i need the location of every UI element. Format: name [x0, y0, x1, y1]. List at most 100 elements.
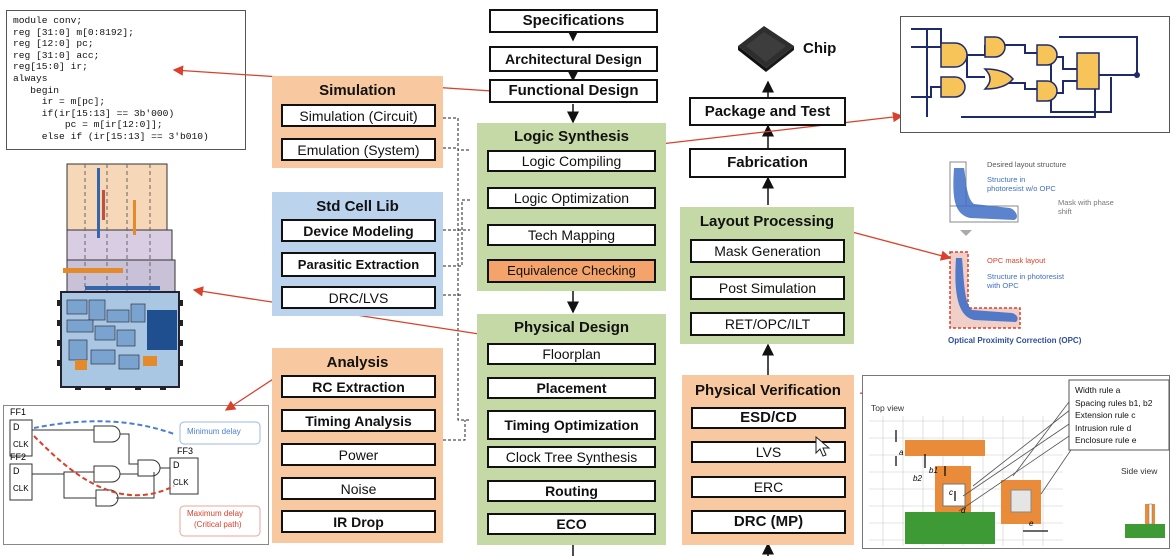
rule-e-label: e	[1029, 519, 1034, 528]
physical-design-group: Physical Design Floorplan Placement Timi…	[477, 314, 666, 545]
ff1-d-label: D	[13, 422, 20, 432]
logic-synthesis-group: Logic Synthesis Logic Compiling Logic Op…	[477, 123, 666, 291]
opc-illustration	[949, 161, 1021, 329]
code-line: begin	[13, 84, 60, 96]
rc-extraction-box[interactable]: RC Extraction	[281, 375, 436, 398]
side-view-label: Side view	[1121, 466, 1158, 476]
opc-without-label: Structure in photoresist w/o OPC	[987, 175, 1056, 193]
lvs-box[interactable]: LVS	[691, 441, 846, 463]
ff2-clk-label: CLK	[13, 484, 29, 493]
rule-a-label: a	[899, 448, 904, 457]
mask-generation-box[interactable]: Mask Generation	[690, 239, 845, 263]
ff1-label: FF1	[10, 407, 27, 417]
spacing-rules-label: Spacing rules b1, b2	[1075, 397, 1153, 408]
top-view-label: Top view	[871, 403, 905, 413]
opc-mask-layout-label: OPC mask layout	[987, 256, 1046, 265]
ff3-clk-label: CLK	[173, 478, 189, 487]
enclosure-rule-label: Enclosure rule e	[1075, 435, 1137, 445]
post-simulation-box[interactable]: Post Simulation	[690, 276, 845, 300]
verilog-code-listing: module conv; reg [31:0] m[0:8192]; reg […	[6, 10, 246, 150]
design-rules-figure	[869, 379, 1170, 546]
code-line: pc = m[ir[12:0]];	[13, 119, 163, 131]
chip-icon	[738, 26, 794, 72]
code-line: reg [12:0] pc;	[13, 38, 94, 50]
code-line: reg [31:0] acc;	[13, 49, 100, 61]
timing-optimization-box[interactable]: Timing Optimization	[487, 410, 656, 440]
ff2-d-label: D	[13, 466, 20, 476]
simulation-title: Simulation	[319, 82, 396, 99]
architectural-design-box[interactable]: Architectural Design	[489, 46, 658, 72]
package-and-test-box[interactable]: Package and Test	[689, 97, 846, 126]
floorplan-box[interactable]: Floorplan	[487, 343, 656, 365]
tech-mapping-box[interactable]: Tech Mapping	[487, 224, 656, 246]
std-cell-lib-group: Std Cell Lib Device Modeling Parasitic E…	[272, 192, 443, 316]
physical-verification-group: Physical Verification ESD/CD LVS ERC DRC…	[682, 375, 854, 545]
ff3-label: FF3	[177, 446, 194, 456]
fabrication-box[interactable]: Fabrication	[689, 148, 846, 178]
gate-schematic-panel	[900, 16, 1170, 133]
simulation-group: Simulation Simulation (Circuit) Emulatio…	[272, 76, 443, 168]
ret-opc-ilt-box[interactable]: RET/OPC/ILT	[690, 312, 845, 336]
chip-label: Chip	[803, 40, 837, 57]
drc-lvs-box[interactable]: DRC/LVS	[281, 286, 436, 309]
code-line: ir = m[pc];	[13, 96, 106, 108]
drc-mp-box[interactable]: DRC (MP)	[691, 510, 846, 534]
timing-analysis-box[interactable]: Timing Analysis	[281, 409, 436, 432]
opc-phase-shift-label: Mask with phase shift	[1058, 198, 1114, 216]
power-box[interactable]: Power	[281, 443, 436, 466]
extension-rule-label: Extension rule c	[1075, 410, 1136, 420]
esd-cd-box[interactable]: ESD/CD	[691, 407, 846, 429]
placement-box[interactable]: Placement	[487, 377, 656, 399]
rule-c-label: c	[949, 488, 953, 497]
width-rule-label: Width rule a	[1075, 385, 1121, 395]
gate-schematic	[911, 28, 1140, 118]
layout-processing-group: Layout Processing Mask Generation Post S…	[680, 207, 854, 344]
layout-illustration	[57, 163, 183, 390]
specifications-box[interactable]: Specifications	[489, 9, 658, 33]
functional-design-box[interactable]: Functional Design	[489, 79, 658, 103]
max-delay-label: Maximum delay	[187, 509, 244, 518]
emulation-system-box[interactable]: Emulation (System)	[281, 138, 436, 161]
ff3-d-label: D	[173, 460, 180, 470]
erc-box[interactable]: ERC	[691, 476, 846, 498]
ff2-label: FF2	[10, 452, 27, 462]
rule-b2-label: b2	[913, 474, 922, 483]
mouse-cursor-icon	[815, 436, 831, 457]
timing-diagram-panel: FF1 FF2 FF3 D CLK D CLK D CLK Minimum de…	[3, 405, 269, 545]
critical-path-label: (Critical path)	[194, 520, 242, 529]
layout-processing-title: Layout Processing	[699, 213, 835, 230]
logic-optimization-box[interactable]: Logic Optimization	[487, 187, 656, 209]
min-delay-label: Minimum delay	[187, 427, 241, 436]
code-line: always	[13, 72, 48, 84]
code-line: else if (ir[15:13] == 3'b010)	[13, 130, 209, 142]
opc-desired-label: Desired layout structure	[987, 160, 1067, 169]
timing-diagram	[9, 419, 261, 537]
opc-caption: Optical Proximity Correction (OPC)	[948, 336, 1082, 345]
noise-box[interactable]: Noise	[281, 477, 436, 500]
code-line: module conv;	[13, 15, 83, 26]
ff1-clk-label: CLK	[13, 440, 29, 449]
rules-list: Width rule a Spacing rules b1, b2 Extens…	[1075, 384, 1153, 447]
equivalence-checking-box[interactable]: Equivalence Checking	[487, 259, 656, 283]
code-line: reg[15:0] ir;	[13, 61, 88, 73]
design-rules-panel: Top view Side view Width rule a Spacing …	[862, 375, 1170, 549]
physical-design-title: Physical Design	[513, 319, 630, 336]
logic-synthesis-title: Logic Synthesis	[513, 128, 630, 145]
rule-b1-label: b1	[929, 466, 938, 475]
eco-box[interactable]: ECO	[487, 513, 656, 535]
parasitic-extraction-box[interactable]: Parasitic Extraction	[281, 252, 436, 277]
opc-with-label: Structure in photoresist with OPC	[987, 272, 1065, 290]
ir-drop-box[interactable]: IR Drop	[281, 510, 436, 533]
device-modeling-box[interactable]: Device Modeling	[281, 219, 436, 242]
logic-compiling-box[interactable]: Logic Compiling	[487, 150, 656, 172]
analysis-title: Analysis	[326, 354, 389, 371]
code-line: if(ir[15:13] == 3b'000)	[13, 107, 175, 119]
analysis-group: Analysis RC Extraction Timing Analysis P…	[272, 348, 443, 543]
code-line: reg [31:0] m[0:8192];	[13, 26, 134, 38]
physical-verification-title: Physical Verification	[695, 382, 841, 399]
clock-tree-synthesis-box[interactable]: Clock Tree Synthesis	[487, 446, 656, 468]
std-cell-lib-title: Std Cell Lib	[316, 198, 399, 215]
intrusion-rule-label: Intrusion rule d	[1075, 422, 1132, 433]
routing-box[interactable]: Routing	[487, 480, 656, 502]
simulation-circuit-box[interactable]: Simulation (Circuit)	[281, 104, 436, 127]
